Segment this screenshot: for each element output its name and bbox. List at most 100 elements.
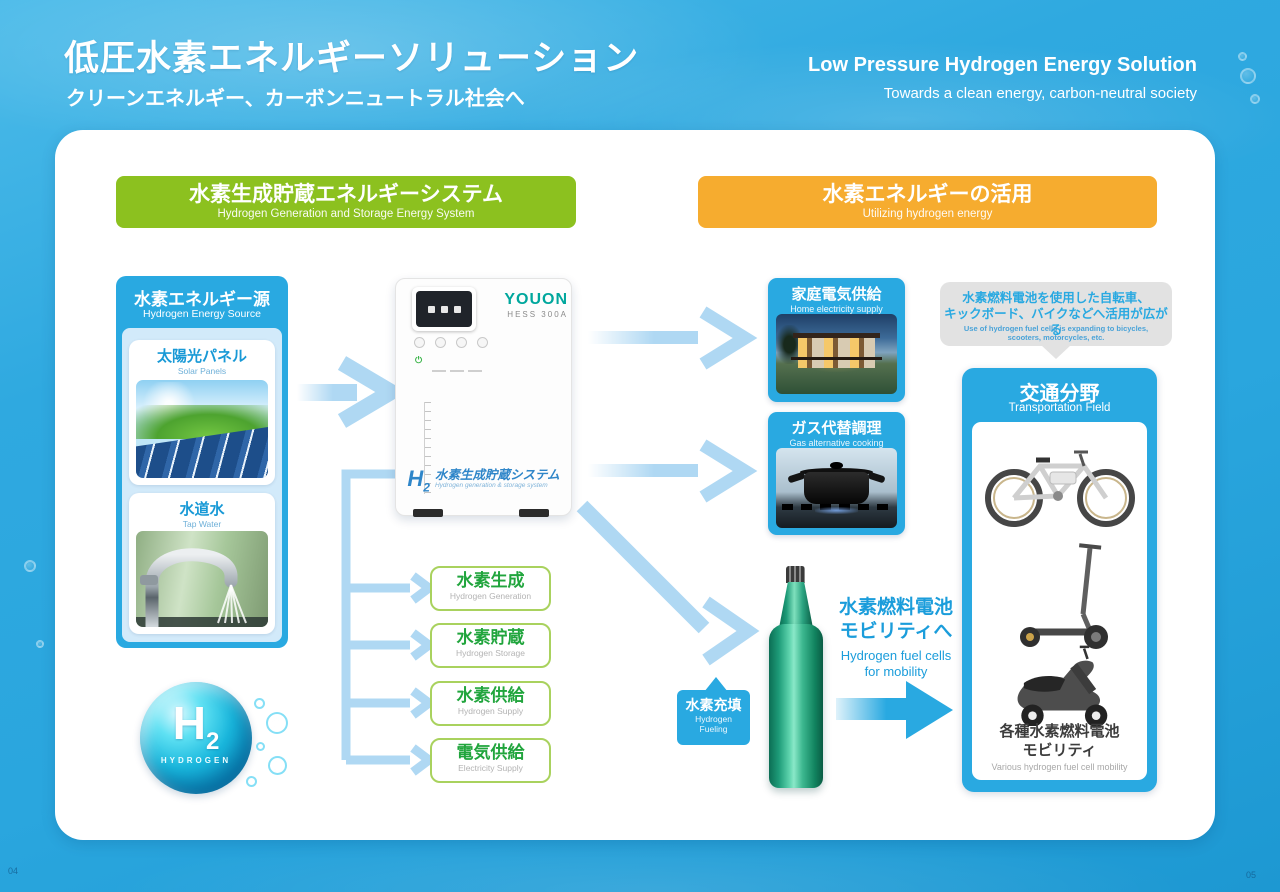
section-header-utilization: 水素エネルギーの活用 Utilizing hydrogen energy [698,176,1157,228]
bubble-icon [36,640,44,648]
fueling-tag-pointer [704,677,728,692]
faucet-illustration [136,548,268,627]
process-en: Hydrogen Generation [449,591,532,601]
device-h2-mark: H2 [407,466,430,495]
transport-caption-en: Various hydrogen fuel cell mobility [991,762,1128,772]
note-text-jp: 水素燃料電池を使用した自転車、 キックボード、バイクなどへ活用が広がる [940,290,1172,338]
note-box-pointer [1041,345,1071,359]
hydrogen-bottle [769,624,823,788]
device-level-gauge [424,402,431,494]
transportation-title-jp: 交通分野 [1019,383,1100,405]
device-label-en: Hydrogen generation & storage system [434,482,548,489]
page-number-right: 05 [1246,870,1257,880]
device-model: HESS 300A [507,310,568,319]
tap-water-label-jp: 水道水 [179,501,225,518]
transport-caption-jp-line2: モビリティ [1022,742,1097,759]
device-button [477,337,488,348]
process-jp: 水素供給 [456,686,525,705]
page-number-left: 04 [8,866,19,876]
stove-grate [782,504,891,510]
note-jp-line1: 水素燃料電池を使用した自転車、 [962,291,1150,305]
bubble-icon [246,776,257,787]
device-label-jp: 水素生成貯蔵システム [434,468,560,482]
motor-scooter-illustration [1017,645,1108,726]
note-jp-line2: キックボード、バイクなどへ活用が広がる [944,307,1168,337]
device-foot [413,509,443,517]
connector-device-to-process-boxes [341,469,437,776]
source-item-tap-water: 水道水 Tap Water [129,493,275,634]
device-button [456,337,467,348]
device-foot [519,509,549,517]
source-panel-title-en: Hydrogen Energy Source [143,308,261,320]
pot-handle [867,471,886,485]
device-label: H2 水素生成貯蔵システム Hydrogen generation & stor… [398,468,569,498]
process-box-hydrogen-supply: 水素供給 Hydrogen Supply [430,681,551,726]
arrow-source-to-device [297,356,407,428]
device-brand: YOUON [504,291,568,308]
bubble-icon [268,756,287,775]
fueling-label-en: Hydrogen Fueling [677,714,750,734]
page-subtitle-jp: クリーンエネルギー、カーボンニュートラル社会へ [66,88,525,110]
section-header-generation-en: Hydrogen Generation and Storage Energy S… [217,208,475,220]
hydrogen-fueling-tag [677,690,750,745]
device-button [435,337,446,348]
bubble-icon [24,560,36,572]
fueling-en-line2: Fueling [699,724,728,734]
page-title-jp: 低圧水素エネルギーソリューション [64,39,640,78]
page-subtitle-en: Towards a clean energy, carbon-neutral s… [883,85,1197,102]
expansion-note-box [940,282,1172,346]
section-header-generation-jp: 水素生成貯蔵エネルギーシステム [189,183,503,206]
process-en: Hydrogen Storage [456,648,525,658]
device-screen [416,291,472,327]
process-box-hydrogen-storage: 水素貯蔵 Hydrogen Storage [430,623,551,668]
note-en-line1: Use of hydrogen fuel cells is expanding … [963,324,1149,333]
section-header-utilization-jp: 水素エネルギーの活用 [822,183,1033,206]
process-box-electricity-supply: 電気供給 Electricity Supply [430,738,551,783]
bubble-icon [1250,94,1260,104]
arrow-device-to-cooking [588,439,758,503]
home-electricity-label-jp: 家庭電気供給 [791,286,882,303]
arrow-bottle-to-transport [836,681,953,739]
page-title-en: Low Pressure Hydrogen Energy Solution [808,54,1197,76]
solar-panels-label-en: Solar Panels [177,366,227,376]
h2-logo-text: H2 [140,700,252,765]
device-button [414,337,425,348]
h2-logo-h: H [172,697,206,749]
tap-water-photo [136,531,268,627]
mobility-jp-line1: 水素燃料電池 [838,597,953,618]
fueling-label-jp: 水素充填 [685,697,742,713]
process-jp: 電気供給 [456,743,525,762]
house-lit-windows [797,338,876,369]
h2-hydrogen-logo [140,682,252,794]
usage-card-home-electricity: 家庭電気供給 Home electricity supply [768,278,905,402]
kick-scooter-illustration [1020,543,1108,649]
mobility-en-line1: Hydrogen fuel cells [840,648,952,663]
bottle-cap [786,566,805,583]
device-button-labels [432,359,486,377]
pot-handle [787,471,806,485]
bubble-icon [256,742,265,751]
home-electricity-label-en: Home electricity supply [790,304,883,314]
house-deck [790,357,883,361]
gas-cooking-label-en: Gas alternative cooking [789,438,884,448]
h2-logo-sub: 2 [205,728,220,756]
house-at-dusk-photo [776,314,897,394]
process-box-hydrogen-generation: 水素生成 Hydrogen Generation [430,566,551,611]
stove-flame [814,507,859,515]
power-icon: ⏻ [415,355,423,365]
process-en: Electricity Supply [458,763,523,773]
section-header-utilization-en: Utilizing hydrogen energy [862,208,993,220]
bubble-icon [1238,52,1247,61]
process-en: Hydrogen Supply [457,706,524,716]
transportation-title-en: Transportation Field [1008,402,1111,414]
transport-caption-jp-line1: 各種水素燃料電池 [999,723,1120,740]
house-roof [792,333,881,338]
section-header-generation: 水素生成貯蔵エネルギーシステム Hydrogen Generation and … [116,176,576,228]
solar-panels-photo [136,380,268,478]
source-item-solar: 太陽光パネル Solar Panels [129,340,275,485]
tap-water-label-en: Tap Water [182,519,222,529]
mobility-jp-line2: モビリティへ [839,621,953,642]
mobility-label-en: Hydrogen fuel cells for mobility [826,648,966,680]
process-jp: 水素生成 [456,571,525,590]
